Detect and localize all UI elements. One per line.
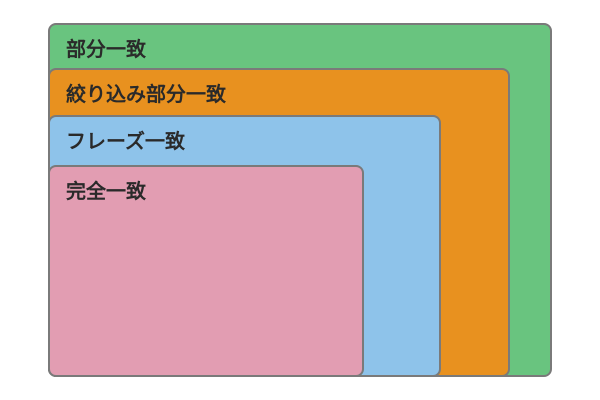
exact-match-label: 完全一致 bbox=[66, 179, 146, 203]
refined-partial-match-label: 絞り込み部分一致 bbox=[66, 82, 226, 106]
exact-match-region: 完全一致 bbox=[48, 165, 364, 377]
partial-match-label: 部分一致 bbox=[66, 37, 146, 61]
phrase-match-label: フレーズ一致 bbox=[66, 129, 185, 153]
